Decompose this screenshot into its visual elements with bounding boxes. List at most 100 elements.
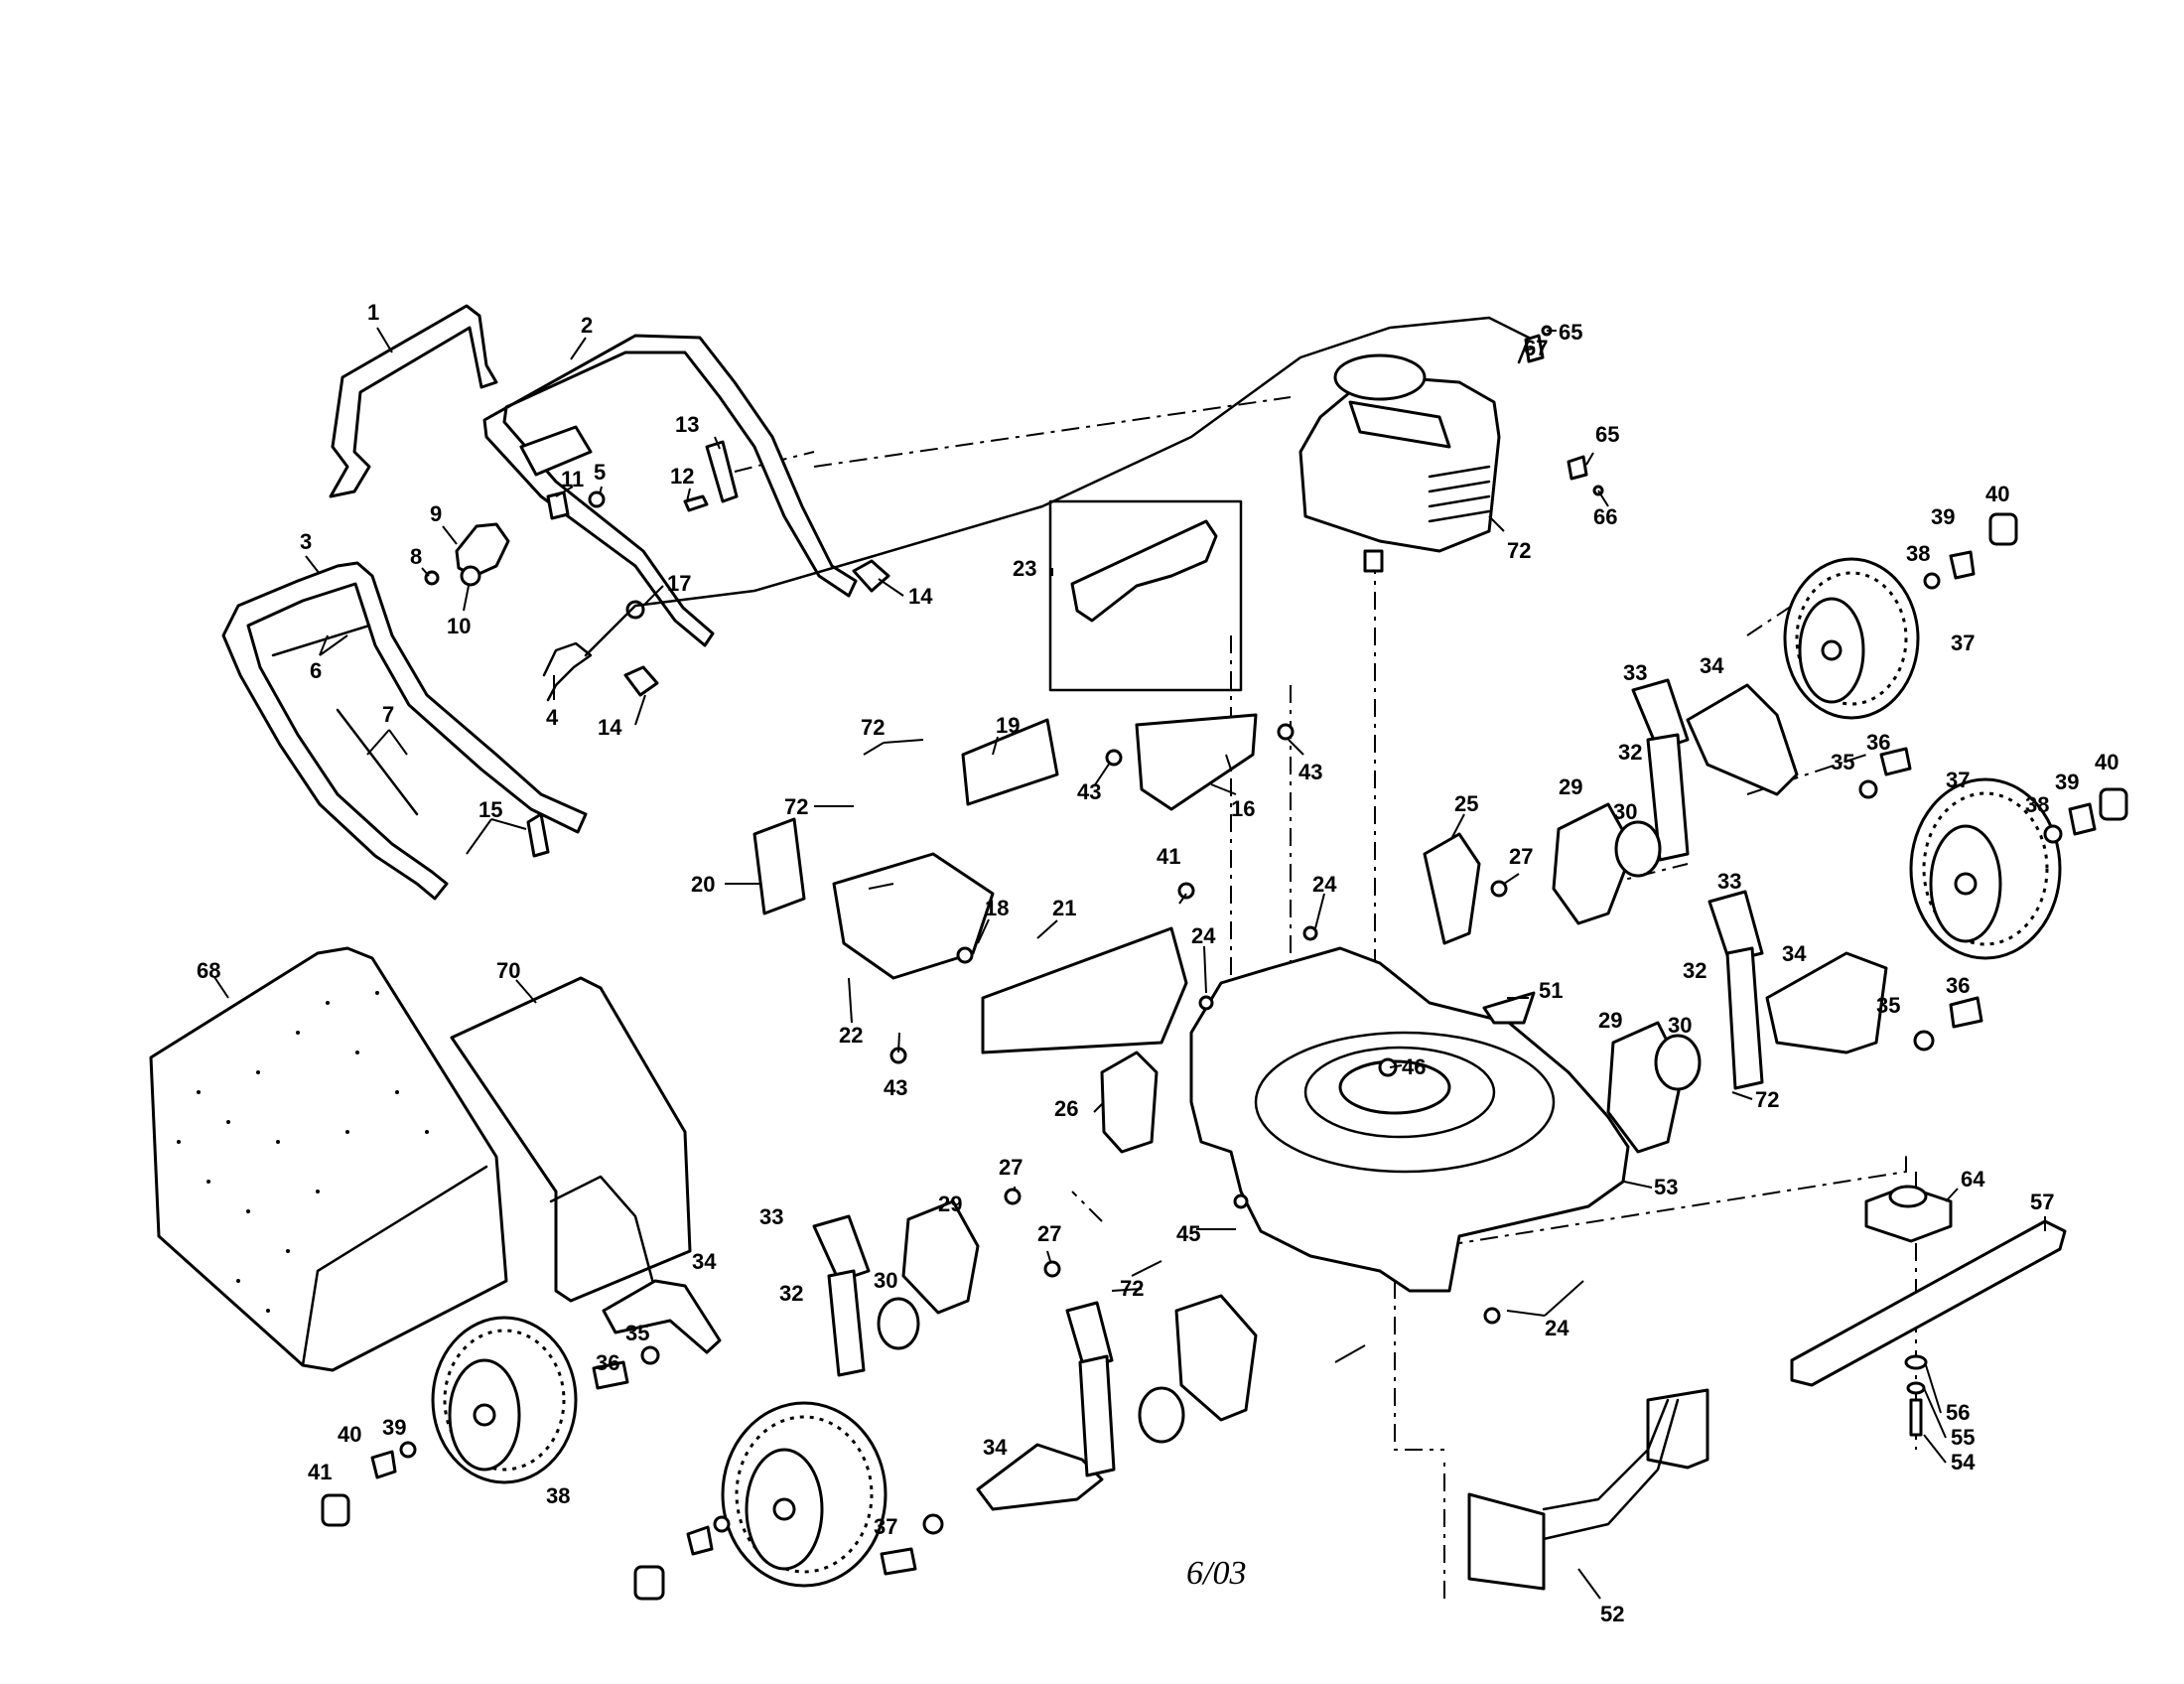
callout-part-40-left: 41 (308, 1460, 332, 1484)
lever-part-33-d (1707, 890, 1764, 963)
callout-part-37-right-upper: 37 (1951, 631, 1975, 655)
callout-part-46: 51 (1539, 978, 1563, 1003)
callout-part-40-right-upper: 40 (1985, 482, 2009, 506)
cable-part-4 (542, 641, 593, 702)
callout-part-72-right: 72 (1755, 1087, 1779, 1112)
callout-part-25: 25 (1454, 791, 1478, 816)
height-adjuster-rear-left (1065, 1294, 1258, 1477)
bracket-part-32-b (1078, 1354, 1116, 1477)
bolt-part-43-right (1277, 723, 1295, 741)
washer-part-35-d (1913, 1030, 1935, 1052)
pivot-part-10 (460, 565, 481, 587)
callout-part-6: 6 (310, 658, 322, 683)
bracket-part-15 (526, 812, 550, 858)
callout-part-33-left: 33 (759, 1204, 783, 1229)
throttle-cable (584, 316, 1531, 657)
wheel-assembly-rear-left (633, 1401, 1104, 1601)
callout-part-27-lower: 27 (1037, 1221, 1061, 1246)
callout-part-43-right: 43 (1298, 760, 1322, 784)
callout-part-18: 18 (985, 896, 1009, 920)
nut-part-24-c (1483, 1307, 1501, 1325)
callout-part-39-right-upper: 39 (1931, 504, 1955, 529)
callout-part-23: 23 (1013, 556, 1036, 581)
bolt-part-36-b (880, 1547, 917, 1576)
engine-part-70 (1298, 325, 1604, 573)
callout-part-32-right: 32 (1618, 740, 1642, 765)
callout-part-72-lower: 72 (1120, 1276, 1144, 1301)
callout-part-30-right: 30 (1613, 799, 1637, 824)
cap-part-40-c (1988, 512, 2018, 546)
control-housing-part-9 (455, 522, 510, 578)
callout-part-43-left: 43 (1077, 779, 1101, 804)
washer-part-38-b (713, 1515, 731, 1533)
callout-part-27-right: 27 (1509, 844, 1533, 869)
bolt-part-36-a (592, 1360, 629, 1390)
plate-part-25 (1423, 832, 1481, 945)
callout-part-30-mid-right: 30 (1668, 1013, 1692, 1038)
callout-part-21: 21 (1052, 896, 1076, 920)
callout-part-14-lower: 14 (598, 715, 622, 740)
cap-part-40-a (321, 1493, 350, 1527)
pin-part-39-a (370, 1450, 397, 1479)
callout-part-68: 70 (496, 958, 520, 983)
washer-part-54 (1906, 1381, 1926, 1395)
callout-part-37-left: 38 (546, 1483, 570, 1508)
callout-part-54: 55 (1951, 1425, 1975, 1450)
plate-part-26 (1100, 1051, 1159, 1154)
callout-part-38-left: 39 (382, 1415, 406, 1440)
bushing-part-30-c (1614, 820, 1662, 878)
height-adjuster-front-left (812, 1199, 980, 1377)
callout-part-13: 13 (675, 412, 699, 437)
bolt-part-36-c (1879, 747, 1912, 776)
wheel-assembly-front-left (321, 1279, 722, 1527)
callout-part-17: 17 (667, 571, 691, 596)
callout-part-9: 9 (430, 501, 442, 526)
callout-part-66: 67 (1524, 336, 1548, 360)
cap-part-40-d (2099, 787, 2128, 821)
callout-part-57: 64 (1961, 1167, 1985, 1192)
callout-part-20: 20 (691, 872, 715, 897)
callout-part-27-left: 27 (999, 1155, 1023, 1180)
callout-part-35-left: 35 (625, 1321, 649, 1345)
callout-part-12: 12 (670, 464, 694, 489)
callout-part-10: 10 (447, 614, 471, 638)
grass-catcher-assembly (149, 946, 692, 1372)
bolt-part-43-lower (1233, 1193, 1249, 1209)
bracket-part-32-a (827, 1269, 866, 1377)
callout-part-7: 7 (382, 702, 394, 727)
callout-part-64: 65 (1595, 422, 1619, 447)
callout-part-32-left: 32 (779, 1281, 803, 1306)
callout-part-65-lower: 66 (1593, 504, 1617, 529)
axle-part-34-d (1765, 951, 1888, 1054)
callout-part-72-mid: 72 (784, 794, 808, 819)
bolt-part-36-d (1949, 996, 1983, 1029)
baffle-part-51 (1467, 1388, 1709, 1591)
bracket-part-19 (961, 718, 1059, 806)
callout-part-34-right-lower: 34 (1782, 941, 1807, 966)
lower-handle-part-3 (221, 561, 588, 901)
bolt-part-41-upper (1177, 882, 1195, 900)
bracket-part-13 (705, 440, 739, 503)
bolt-part-6 (271, 624, 371, 657)
plate-part-29-a (901, 1199, 980, 1315)
nut-part-24-b (1302, 925, 1318, 941)
callout-part-70: 72 (1507, 538, 1531, 563)
bolt-part-27-b (1043, 1260, 1061, 1278)
callout-part-26: 26 (1054, 1096, 1078, 1121)
handle-label-plate (519, 425, 593, 477)
callout-labels: 1 2 3 4 5 6 7 8 9 10 11 12 13 14 14 15 1… (197, 300, 2118, 1626)
callout-part-32-mid-right: 32 (1683, 958, 1706, 983)
control-bail-part-1 (329, 304, 498, 498)
washer-part-35-b (922, 1513, 944, 1535)
bracket-part-32-d (1725, 946, 1764, 1090)
callout-part-24-lower: 24 (1545, 1316, 1570, 1340)
rear-deflector-assembly (752, 713, 1508, 1325)
callout-part-35-right-lower: 35 (1876, 993, 1900, 1018)
bushing-part-30-d (1654, 1034, 1702, 1091)
axle-part-34-c (1686, 683, 1799, 796)
washer-part-35-c (1858, 779, 1878, 799)
callout-part-55: 56 (1946, 1400, 1970, 1425)
pin-part-39-d (2068, 802, 2097, 836)
bolt-part-27-c (1490, 880, 1508, 898)
callout-part-34-left-upper: 34 (692, 1249, 717, 1274)
